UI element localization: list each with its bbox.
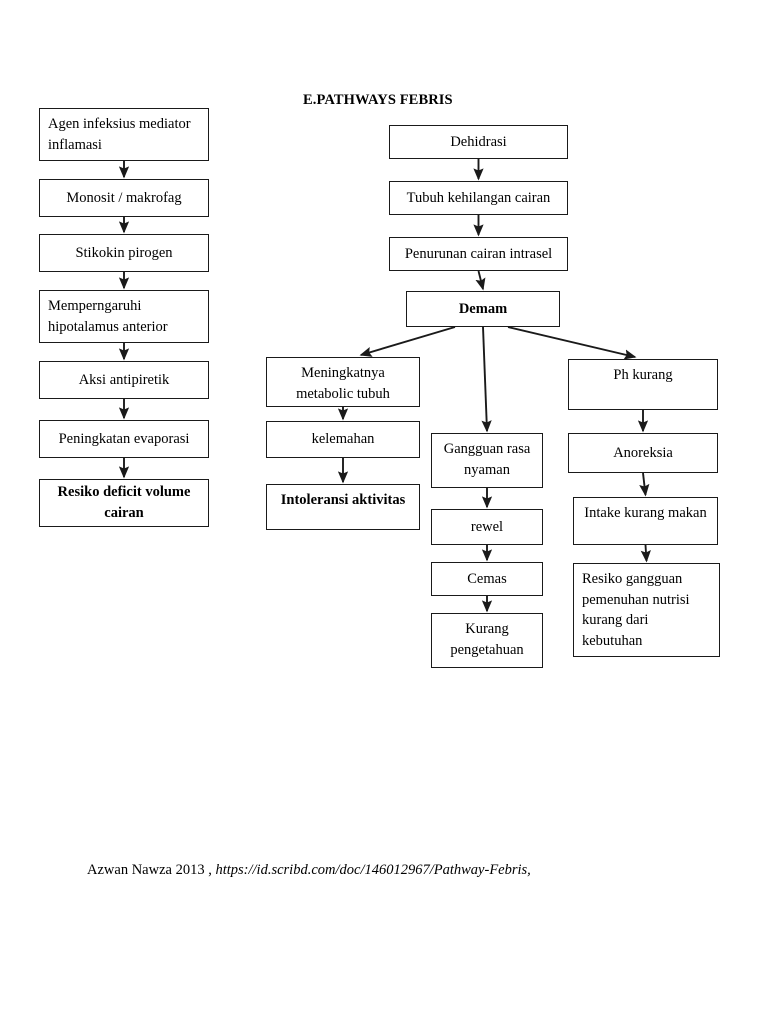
node-demam: Demam	[406, 291, 560, 327]
edge-e-demam-gangguan	[481, 326, 492, 433]
node-ph-kurang: Ph kurang	[568, 359, 718, 410]
node-label-intoleransi: Intoleransi aktivitas	[280, 492, 406, 508]
node-label-ph-kurang: Ph kurang	[613, 367, 673, 383]
node-label-cemas: Cemas	[467, 570, 507, 587]
node-kurang-pengetahuan: Kurang pengetahuan	[431, 613, 543, 668]
node-resiko-deficit: Resiko deficit volume cairan	[39, 479, 209, 527]
node-label-resiko-deficit: Resiko deficit volume cairan	[57, 484, 191, 521]
node-gangguan-rasa: Gangguan rasa nyaman	[431, 433, 543, 488]
node-monosit: Monosit / makrofag	[39, 179, 209, 217]
edge-e-demam-ph	[507, 326, 637, 360]
source-citation: Azwan Nawza 2013 , https://id.scribd.com…	[87, 862, 531, 879]
node-label-anoreksia: Anoreksia	[613, 444, 673, 461]
node-label-stikokin: Stikokin pirogen	[75, 244, 173, 261]
node-cemas: Cemas	[431, 562, 543, 596]
node-label-dehidrasi: Dehidrasi	[450, 133, 507, 150]
node-intoleransi: Intoleransi aktivitas	[266, 484, 420, 530]
node-penurunan-cairan: Penurunan cairan intrasel	[389, 237, 568, 271]
node-label-gangguan-rasa: Gangguan rasa nyaman	[443, 441, 531, 478]
node-label-meningkatnya: Meningkatnya metabolic tubuh	[296, 365, 390, 402]
node-label-penurunan-cairan: Penurunan cairan intrasel	[404, 245, 553, 262]
node-label-memperngaruhi: Memperngaruhi hipotalamus anterior	[48, 298, 168, 335]
node-label-kurang-pengetahuan: Kurang pengetahuan	[450, 621, 524, 658]
node-memperngaruhi: Memperngaruhi hipotalamus anterior	[39, 290, 209, 343]
node-intake-kurang: Intake kurang makan	[573, 497, 718, 545]
node-label-agen-infeksius: Agen infeksius mediator inflamasi	[48, 116, 191, 153]
node-agen-infeksius: Agen infeksius mediator inflamasi	[39, 108, 209, 161]
citation-url: https://id.scribd.com/doc/146012967/Path…	[215, 862, 531, 878]
citation-author: Azwan Nawza 2013 ,	[87, 862, 216, 878]
node-label-aksi-antipiretik: Aksi antipiretik	[78, 371, 170, 388]
node-aksi-antipiretik: Aksi antipiretik	[39, 361, 209, 399]
node-dehidrasi: Dehidrasi	[389, 125, 568, 159]
edge-e-demam-meningkatnya	[359, 326, 456, 357]
node-label-peningkatan-evaporasi: Peningkatan evaporasi	[58, 430, 190, 447]
node-label-monosit: Monosit / makrofag	[66, 189, 182, 206]
node-resiko-gangguan: Resiko gangguan pemenuhan nutrisi kurang…	[573, 563, 720, 657]
node-label-demam: Demam	[458, 300, 508, 317]
node-label-kelemahan: kelemahan	[311, 431, 375, 448]
node-rewel: rewel	[431, 509, 543, 545]
edge-e-anoreksia-intake	[639, 472, 650, 497]
node-meningkatnya: Meningkatnya metabolic tubuh	[266, 357, 420, 407]
node-peningkatan-evaporasi: Peningkatan evaporasi	[39, 420, 209, 458]
node-label-resiko-gangguan: Resiko gangguan pemenuhan nutrisi kurang…	[582, 571, 690, 649]
node-label-rewel: rewel	[470, 518, 504, 535]
edge-e-penurunan-demam	[475, 270, 486, 291]
node-anoreksia: Anoreksia	[568, 433, 718, 473]
node-label-intake-kurang: Intake kurang makan	[584, 505, 707, 521]
node-tubuh-kehilangan: Tubuh kehilangan cairan	[389, 181, 568, 215]
edge-e-intake-resiko	[640, 544, 651, 563]
node-label-tubuh-kehilangan: Tubuh kehilangan cairan	[406, 189, 551, 206]
page-title: E.PATHWAYS FEBRIS	[303, 92, 453, 108]
node-kelemahan: kelemahan	[266, 421, 420, 458]
node-stikokin: Stikokin pirogen	[39, 234, 209, 272]
